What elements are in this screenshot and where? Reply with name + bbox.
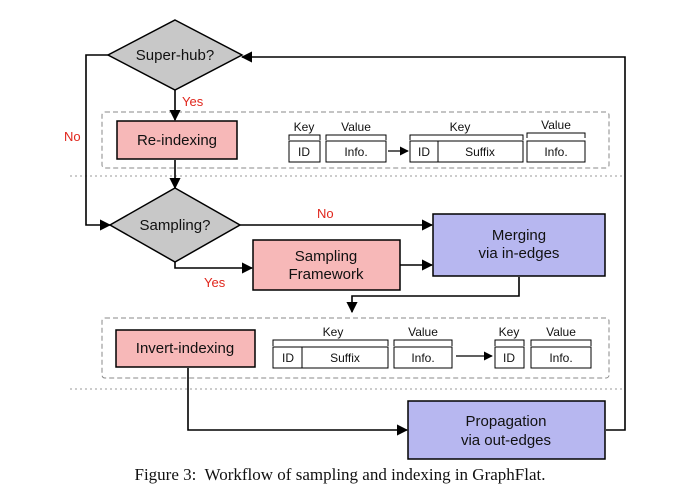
propagation-box [407, 400, 606, 460]
sampling-framework-label-2: Framework [288, 266, 364, 283]
invert-panel [101, 317, 610, 379]
sampling-framework-box [252, 239, 401, 291]
reindex-left-cell-id: ID [298, 145, 310, 159]
reindex-kv-right: Key Value ID Suffix Info. [409, 118, 586, 163]
merging-box [432, 213, 606, 277]
reindex-right-key: Key [450, 120, 471, 134]
super-hub-label: Super-hub? [136, 47, 214, 64]
merging-label-2: via in-edges [479, 245, 560, 262]
invert-right-cell-info: Info. [549, 351, 572, 365]
sampling-decision [108, 187, 242, 263]
reindex-left-key: Key [294, 120, 315, 134]
super-hub-decision [106, 19, 244, 91]
invert-left-cell-suffix: Suffix [330, 351, 360, 365]
invert-right-cell-id: ID [503, 351, 515, 365]
sampling-framework-label-1: Sampling [295, 248, 358, 265]
edge-propagation-loop [240, 51, 626, 431]
super-hub-yes-label: Yes [182, 94, 204, 109]
propagation-label-1: Propagation [466, 413, 547, 430]
sampling-decision-label: Sampling? [140, 217, 211, 234]
figure-caption: Figure 3: Workflow of sampling and index… [135, 465, 546, 484]
invert-right-key: Key [499, 325, 520, 339]
reindex-right-cell-info: Info. [544, 145, 567, 159]
reindex-right-cell-id: ID [418, 145, 430, 159]
reindex-kv-left: Key Value ID Info. [288, 120, 387, 163]
invert-left-key: Key [323, 325, 344, 339]
invert-indexing-label: Invert-indexing [136, 340, 234, 357]
invert-kv-left: Key Value ID Suffix Info. [272, 325, 453, 369]
reindex-left-cell-info: Info. [344, 145, 367, 159]
invert-left-value: Value [408, 325, 438, 339]
re-indexing-box [116, 120, 238, 160]
reindex-panel [101, 111, 610, 169]
merging-label-1: Merging [492, 227, 546, 244]
sampling-no-label: No [317, 206, 334, 221]
reindex-right-cell-suffix: Suffix [465, 145, 495, 159]
edge-superhub-no [85, 54, 112, 231]
invert-indexing-box [115, 329, 256, 368]
invert-left-cell-id: ID [282, 351, 294, 365]
invert-right-value: Value [546, 325, 576, 339]
edge-merging-to-invert [346, 277, 520, 314]
reindex-left-value: Value [341, 120, 371, 134]
super-hub-no-label: No [64, 129, 81, 144]
re-indexing-label: Re-indexing [137, 132, 217, 149]
edge-invert-to-propagation [187, 368, 409, 436]
propagation-label-2: via out-edges [461, 432, 551, 449]
reindex-right-value: Value [541, 118, 571, 132]
sampling-yes-label: Yes [204, 275, 226, 290]
edge-sampling-yes [174, 262, 254, 274]
invert-left-cell-info: Info. [411, 351, 434, 365]
invert-kv-right: Key Value ID Info. [494, 325, 592, 369]
